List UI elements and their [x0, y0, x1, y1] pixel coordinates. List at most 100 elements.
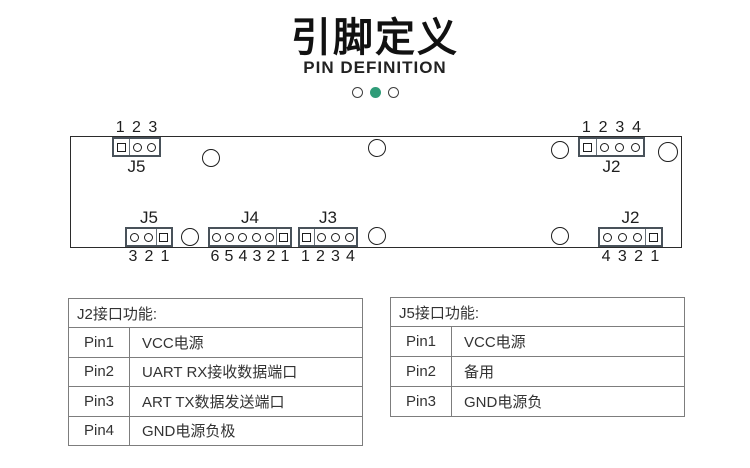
mounting-hole [551, 141, 569, 159]
pin-number: 5 [224, 247, 234, 265]
pin-circle-icon [129, 232, 139, 242]
pin-number: 4 [346, 247, 355, 265]
pin-cell [114, 139, 130, 155]
desc-cell: ART TX数据发送端口 [142, 393, 285, 411]
pin-circle-icon [251, 232, 261, 242]
connector-label: J5 [140, 208, 158, 227]
pin-number: 1 [115, 118, 125, 136]
page-title: 引脚定义 [291, 16, 459, 60]
pin-circle-icon [618, 232, 627, 242]
pin-cell [628, 139, 644, 155]
carousel-dot[interactable] [387, 87, 399, 98]
carousel-dot-active[interactable] [369, 87, 381, 98]
pin-number: 2 [316, 247, 325, 265]
pin-circle-icon [264, 232, 274, 242]
pin-circle-icon [344, 232, 354, 242]
pin-cell [597, 139, 613, 155]
pin-number: 4 [238, 247, 248, 265]
pin-number: 3 [331, 247, 340, 265]
pin-cell [315, 229, 329, 245]
pin-cell [130, 139, 145, 155]
pin-circle-icon [132, 142, 142, 152]
pin-number: 3 [148, 118, 158, 136]
mounting-hole [658, 142, 678, 162]
pin-cell [630, 229, 645, 245]
pin-square-icon [302, 232, 312, 242]
pin-cell-label: Pin2 [391, 357, 452, 386]
pin-number: 2 [598, 118, 608, 136]
pin-cell [300, 229, 315, 245]
mounting-hole [368, 227, 386, 245]
pin-cell [275, 229, 290, 245]
carousel-dot[interactable] [351, 87, 363, 98]
pin-cell-label: Pin2 [69, 357, 130, 386]
pin-cell [223, 229, 236, 245]
mounting-hole [551, 227, 569, 245]
pin-cell-label: Pin3 [391, 387, 452, 416]
pin-cell-label: Pin1 [69, 328, 130, 357]
pin-square-icon [649, 232, 658, 242]
pin-circle-icon [238, 232, 248, 242]
pin-cell [141, 229, 155, 245]
connector-box [125, 227, 173, 247]
pin-number: 2 [266, 247, 276, 265]
connector-label: J5 [127, 157, 146, 176]
pin-cell [612, 139, 628, 155]
connector-box [298, 227, 358, 247]
connector-label: J2 [602, 157, 621, 176]
pin-cell [615, 229, 630, 245]
pin-circle-icon [225, 232, 235, 242]
pin-number: 1 [301, 247, 310, 265]
pin-number: 1 [650, 247, 660, 265]
connector-label: J4 [241, 208, 259, 227]
table-row: Pin3 GND电源负 [391, 387, 684, 416]
desc-cell: GND电源负 [464, 394, 543, 411]
pin-circle-icon [330, 232, 340, 242]
pin-circle-icon [615, 142, 625, 152]
pin-number: 3 [128, 247, 138, 265]
pin-number: 6 [210, 247, 220, 265]
desc-cell: VCC电源 [464, 334, 526, 351]
page-subtitle: PIN DEFINITION [303, 58, 447, 77]
pin-cell [263, 229, 276, 245]
table-row: Pin2 备用 [391, 357, 684, 387]
pin-number: 2 [132, 118, 141, 136]
pin-cell [250, 229, 263, 245]
pin-cell [236, 229, 249, 245]
table-title: J2接口功能: [69, 299, 362, 328]
pin-circle-icon [147, 142, 157, 152]
pin-number: 2 [634, 247, 644, 265]
desc-cell: UART RX接收数据端口 [142, 364, 298, 382]
pin-cell [155, 229, 171, 245]
pin-square-icon [159, 232, 169, 242]
carousel-dots [0, 87, 750, 98]
pin-cell [600, 229, 615, 245]
pin-number: 2 [144, 247, 154, 265]
pin-cell [329, 229, 343, 245]
pin-number: 4 [632, 118, 642, 136]
desc-cell: 备用 [464, 364, 495, 381]
pin-number: 3 [615, 118, 625, 136]
pin-circle-icon [212, 232, 222, 242]
table-title: J5接口功能: [391, 298, 684, 327]
pin-circle-icon [630, 142, 640, 152]
pin-square-icon [278, 232, 288, 242]
table-row: Pin2 UART RX接收数据端口 [69, 357, 362, 387]
pin-circle-icon [317, 232, 327, 242]
pin-cell [144, 139, 159, 155]
